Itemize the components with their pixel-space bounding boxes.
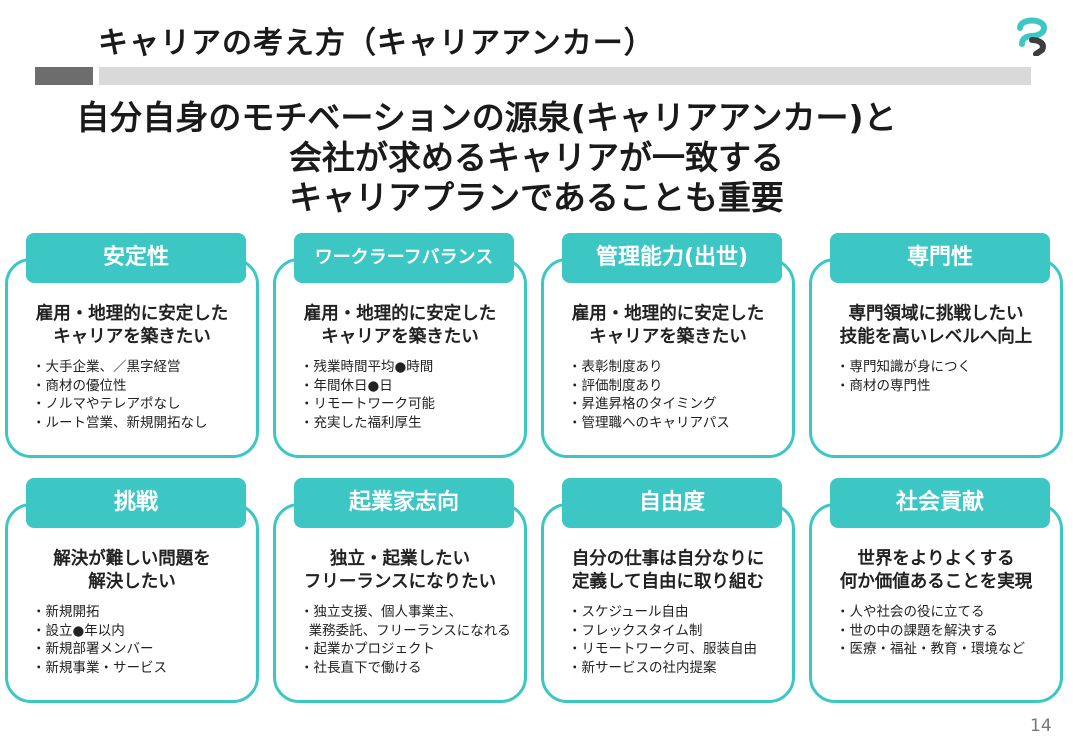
card-label: 社会貢献 (830, 478, 1050, 528)
list-item: ・大手企業、／黒字経営 (32, 359, 181, 375)
card-lead: 解決が難しい問題を 解決したい (8, 548, 256, 594)
card-lead: 雇用・地理的に安定した キャリアを築きたい (8, 303, 256, 349)
card-lead-line: 雇用・地理的に安定した (35, 304, 229, 324)
card-items: ・独立支援、個人事業主、 業務委託、フリーランスになれる ・起業かプロジェクト … (300, 603, 511, 677)
card-social-contribution: 社会貢献 世界をよりよくする 何か価値あることを実現 ・人や社会の役に立てる ・… (809, 478, 1063, 703)
card-autonomy: 自由度 自分の仕事は自分なりに 定義して自由に取り組む ・スケジュール自由 ・フ… (541, 478, 795, 703)
card-lead: 独立・起業したい フリーランスになりたい (276, 548, 524, 594)
page-number: 14 (1030, 716, 1052, 736)
list-item: ・専門知識が身につく (836, 359, 971, 375)
list-item: ・社長直下で働ける (300, 659, 422, 676)
card-lead-line: 専門領域に挑戦したい (848, 304, 1024, 324)
list-item: ・起業かプロジェクト (300, 641, 435, 657)
list-item: ・独立支援、個人事業主、 (300, 604, 462, 620)
card-items: ・大手企業、／黒字経営 ・商材の優位性 ・ノルマやテレアポなし ・ルート営業、新… (32, 358, 208, 432)
card-lead-line: 世界をよりよくする (857, 549, 1015, 569)
card-label: 管理能力(出世) (562, 233, 782, 283)
list-item: ・医療・福祉・教育・環境など (836, 641, 1025, 657)
list-item: ・新規事業・サービス (32, 659, 167, 676)
list-item: ・人や社会の役に立てる (836, 604, 985, 620)
card-label: 安定性 (26, 233, 246, 283)
list-item: ・新規部署メンバー (32, 641, 154, 657)
card-items: ・残業時間平均●時間 ・年間休日●日 ・リモートワーク可能 ・充実した福利厚生 (300, 358, 435, 432)
list-item: ・リモートワーク可、服装自由 (568, 641, 757, 657)
title-underline-bar (99, 67, 1031, 85)
card-items: ・人や社会の役に立てる ・世の中の課題を解決する ・医療・福祉・教育・環境など (836, 603, 1025, 659)
company-logo-icon (1017, 17, 1048, 56)
card-lead-line: 技能を高いレベルへ向上 (839, 327, 1033, 347)
card-stability: 安定性 雇用・地理的に安定した キャリアを築きたい ・大手企業、／黒字経営 ・商… (5, 233, 259, 458)
card-lead: 専門領域に挑戦したい 技能を高いレベルへ向上 (812, 303, 1060, 349)
card-label: 自由度 (562, 478, 782, 528)
list-item: ・ルート営業、新規開拓なし (32, 414, 208, 431)
card-label: 専門性 (830, 233, 1050, 283)
title-underline-accent (35, 67, 93, 85)
card-work-life-balance: ワークラーフバランス 雇用・地理的に安定した キャリアを築きたい ・残業時間平均… (273, 233, 527, 458)
list-item: 業務委託、フリーランスになれる (300, 622, 511, 639)
list-item: ・残業時間平均●時間 (300, 359, 434, 375)
card-items: ・スケジュール自由 ・フレックスタイム制 ・リモートワーク可、服装自由 ・新サー… (568, 603, 757, 677)
list-item: ・評価制度あり (568, 377, 663, 394)
list-item: ・新サービスの社内提案 (568, 659, 717, 676)
list-item: ・管理職へのキャリアパス (568, 414, 730, 431)
card-items: ・新規開拓 ・設立●年以内 ・新規部署メンバー ・新規事業・サービス (32, 603, 167, 677)
card-challenge: 挑戦 解決が難しい問題を 解決したい ・新規開拓 ・設立●年以内 ・新規部署メン… (5, 478, 259, 703)
card-lead-line: 自分の仕事は自分なりに (571, 549, 765, 569)
card-lead-line: キャリアを築きたい (53, 327, 211, 347)
card-lead-line: 独立・起業したい (330, 549, 470, 569)
card-management: 管理能力(出世) 雇用・地理的に安定した キャリアを築きたい ・表彰制度あり ・… (541, 233, 795, 458)
card-items: ・専門知識が身につく ・商材の専門性 (836, 358, 971, 395)
list-item: ・ノルマやテレアポなし (32, 396, 181, 412)
card-lead-line: 解決が難しい問題を (53, 549, 211, 569)
headline-line-1: 自分自身のモチベーションの源泉(キャリアアンカー)と (76, 98, 897, 137)
list-item: ・スケジュール自由 (568, 604, 689, 620)
card-lead: 自分の仕事は自分なりに 定義して自由に取り組む (544, 548, 792, 594)
list-item: ・商材の専門性 (836, 377, 931, 394)
card-lead-line: キャリアを築きたい (321, 327, 479, 347)
list-item: ・商材の優位性 (32, 377, 127, 394)
card-lead-line: 雇用・地理的に安定した (303, 304, 497, 324)
card-expertise: 専門性 専門領域に挑戦したい 技能を高いレベルへ向上 ・専門知識が身につく ・商… (809, 233, 1063, 458)
list-item: ・年間休日●日 (300, 377, 393, 394)
list-item: ・新規開拓 (32, 604, 100, 620)
card-label: ワークラーフバランス (294, 233, 514, 283)
headline-line-3: キャリアプランであることも重要 (289, 178, 784, 217)
list-item: ・表彰制度あり (568, 359, 663, 375)
card-lead-line: フリーランスになりたい (303, 572, 497, 592)
card-lead: 雇用・地理的に安定した キャリアを築きたい (276, 303, 524, 349)
card-lead-line: 定義して自由に取り組む (572, 572, 764, 592)
card-lead-line: 雇用・地理的に安定した (571, 304, 765, 324)
slide-title: キャリアの考え方（キャリアアンカー） (98, 26, 655, 61)
card-lead-line: 何か価値あることを実現 (839, 572, 1033, 592)
list-item: ・昇進昇格のタイミング (568, 396, 717, 412)
card-lead-line: キャリアを築きたい (589, 327, 747, 347)
card-label: 挑戦 (26, 478, 246, 528)
headline-line-2: 会社が求めるキャリアが一致する (289, 138, 784, 177)
card-lead: 世界をよりよくする 何か価値あることを実現 (812, 548, 1060, 594)
list-item: ・リモートワーク可能 (300, 396, 435, 412)
card-entrepreneurship: 起業家志向 独立・起業したい フリーランスになりたい ・独立支援、個人事業主、 … (273, 478, 527, 703)
card-lead: 雇用・地理的に安定した キャリアを築きたい (544, 303, 792, 349)
list-item: ・充実した福利厚生 (300, 414, 422, 431)
card-label: 起業家志向 (294, 478, 514, 528)
headline: 自分自身のモチベーションの源泉(キャリアアンカー)と 会社が求めるキャリアが一致… (0, 98, 1073, 218)
list-item: ・フレックスタイム制 (568, 622, 703, 639)
card-lead-line: 解決したい (88, 572, 176, 592)
list-item: ・設立●年以内 (32, 622, 125, 639)
card-items: ・表彰制度あり ・評価制度あり ・昇進昇格のタイミング ・管理職へのキャリアパス (568, 358, 730, 432)
list-item: ・世の中の課題を解決する (836, 622, 998, 639)
